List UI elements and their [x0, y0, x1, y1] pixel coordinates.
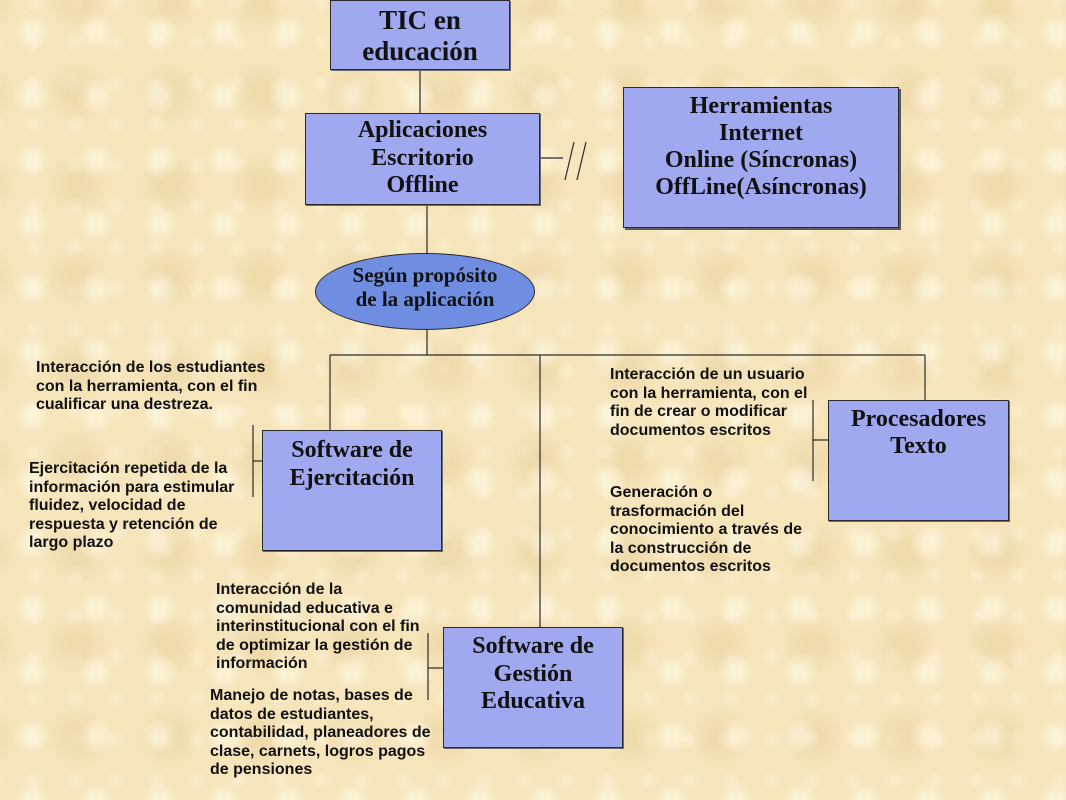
node-label-line: TIC en [379, 5, 461, 35]
note-line: Generación o [610, 484, 713, 501]
node-label-line: Internet [719, 120, 803, 146]
separator-slash-2 [576, 141, 587, 181]
note-line: de pensiones [210, 761, 313, 779]
note-line: cualificar una destreza. [36, 396, 213, 414]
management-interaction-note: Interacción de la comunidad educativa e … [216, 581, 420, 674]
desktop-apps-node: Aplicaciones Escritorio Offline [305, 113, 540, 205]
node-label-line: Texto [890, 433, 947, 459]
node-label-line: Ejercitación [289, 465, 415, 491]
note-line: fluidez, velocidad de [29, 497, 186, 515]
tic-en-educacion-node: TIC en educación [330, 0, 510, 70]
drill-description-note: Ejercitación repetida de la información … [29, 460, 234, 553]
note-line: Ejercitación repetida de la [29, 460, 228, 477]
note-line: clase, carnets, logros pagos [210, 742, 426, 760]
note-line: información [216, 655, 308, 673]
purpose-ellipse-node: Según propósito de la aplicación [315, 253, 535, 330]
note-line: datos de estudiantes, [210, 705, 374, 723]
note-line: comunidad educativa e [216, 599, 393, 617]
note-line: la construcción de [610, 539, 752, 557]
node-label-line: Gestión [493, 660, 573, 687]
node-label-line: de la aplicación [355, 287, 495, 311]
note-line: con la herramienta, con el [610, 384, 808, 402]
note-line: respuesta y retención de [29, 515, 218, 533]
note-line: fin de crear o modificar [610, 403, 787, 421]
note-line: largo plazo [29, 534, 114, 552]
note-line: con la herramienta, con el fin [36, 377, 258, 395]
note-line: documentos escritos [610, 421, 771, 439]
node-label-line: Educativa [480, 688, 585, 714]
note-line: Manejo de notas, bases de [210, 687, 413, 704]
note-line: documentos escritos [610, 558, 771, 576]
word-processors-node: Procesadores Texto [828, 400, 1009, 521]
management-software-node: Software de Gestión Educativa [443, 627, 623, 748]
separator-slash-1 [564, 141, 575, 181]
drill-interaction-note: Interacción de los estudiantes con la he… [36, 359, 265, 415]
note-line: información para estimular [29, 478, 235, 496]
note-line: trasformación del [610, 502, 745, 520]
node-label-line: Escritorio [371, 144, 474, 171]
processors-interaction-note: Interacción de un usuario con la herrami… [610, 366, 807, 440]
node-label-line: Software de [472, 633, 594, 659]
node-label-line: Herramientas [689, 93, 833, 119]
node-label-line: Software de [291, 437, 413, 463]
note-line: contabilidad, planeadores de [210, 724, 431, 742]
management-description-note: Manejo de notas, bases de datos de estud… [210, 687, 431, 780]
note-line: de optimizar la gestión de [216, 636, 413, 654]
note-line: conocimiento a través de [610, 521, 803, 539]
node-label-line: Según propósito [352, 263, 498, 287]
node-label-line: Offline [386, 172, 459, 198]
internet-tools-node: Herramientas Internet Online (Síncronas)… [623, 87, 899, 228]
note-line: Interacción de la [216, 581, 343, 598]
node-label-line: Aplicaciones [357, 117, 488, 143]
node-label-line: educación [362, 36, 478, 66]
note-line: Interacción de un usuario [610, 366, 805, 383]
node-label-line: OffLine(Asíncronas) [655, 174, 867, 200]
node-label-line: Procesadores [850, 406, 987, 432]
note-line: interinstitucional con el fin [216, 618, 420, 636]
note-line: Interacción de los estudiantes [36, 359, 266, 376]
node-label-line: Online (Síncronas) [664, 147, 858, 173]
processors-description-note: Generación o trasformación del conocimie… [610, 484, 802, 577]
drill-software-node: Software de Ejercitación [262, 430, 442, 551]
